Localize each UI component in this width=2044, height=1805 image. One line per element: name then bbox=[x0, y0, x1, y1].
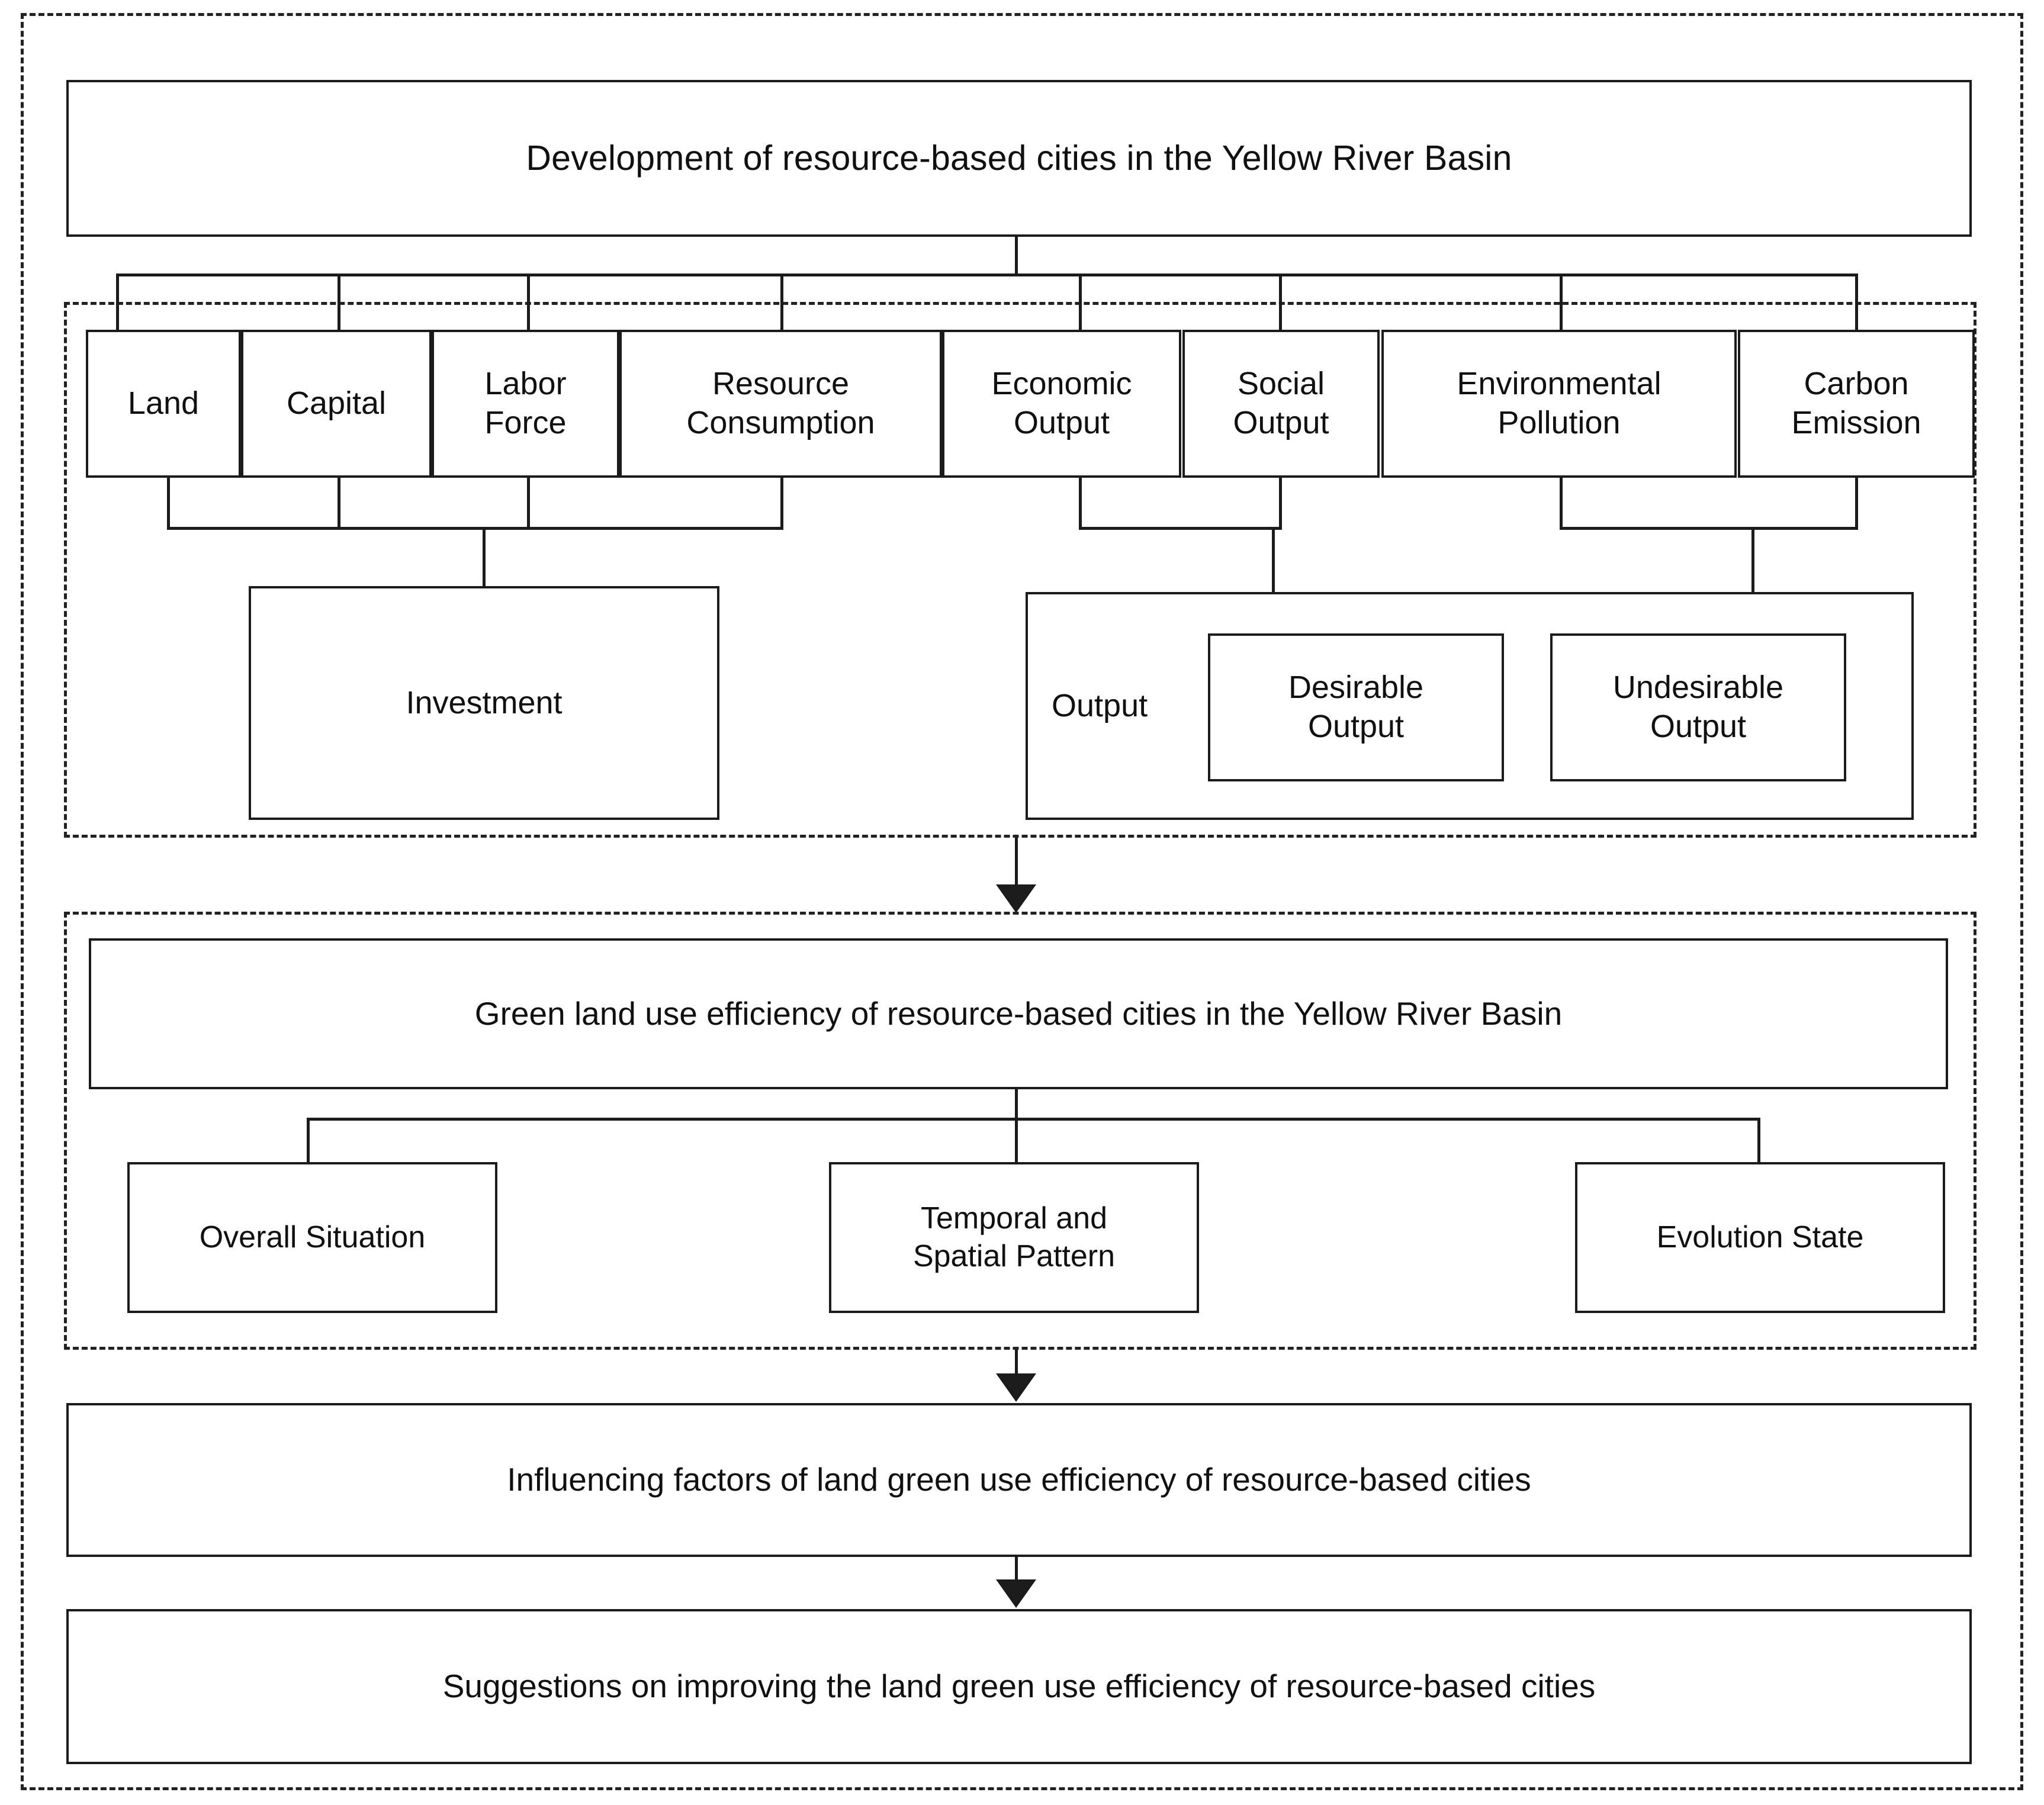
connector-drop-overall-situation bbox=[307, 1118, 310, 1165]
connector-bus-to-desirable bbox=[1272, 527, 1275, 639]
indicator-box-capital: Capital bbox=[241, 330, 432, 478]
connector-drop-temporal-spatial bbox=[1015, 1118, 1018, 1165]
indicator-box-environmental-pollution: Environmental Pollution bbox=[1381, 330, 1737, 478]
connector-environmental-down bbox=[1560, 475, 1563, 529]
connector-economic-down bbox=[1079, 475, 1082, 529]
aspect-box-evolution-state: Evolution State bbox=[1575, 1162, 1945, 1313]
outer-dashed-frame bbox=[21, 13, 2023, 1790]
connector-drop-land bbox=[116, 274, 119, 332]
connector-drop-resource-consumption bbox=[780, 274, 783, 332]
indicator-box-labor-force: Labor Force bbox=[432, 330, 619, 478]
aspect-box-overall-situation: Overall Situation bbox=[127, 1162, 497, 1313]
arrow-head-framework-to-efficiency bbox=[996, 884, 1036, 913]
arrow-head-efficiency-to-influencing bbox=[996, 1373, 1036, 1402]
input-group-box-investment: Investment bbox=[249, 586, 719, 820]
connector-bus-undesirable bbox=[1560, 527, 1858, 530]
connector-capital-down bbox=[338, 475, 340, 529]
connector-bus-to-investment bbox=[483, 527, 486, 588]
connector-drop-carbon-emission bbox=[1855, 274, 1858, 332]
connector-bus-to-undesirable bbox=[1751, 527, 1754, 639]
title-box: Development of resource-based cities in … bbox=[66, 80, 1972, 237]
connector-labor-down bbox=[527, 475, 530, 529]
arrow-head-influencing-to-suggestions bbox=[996, 1579, 1036, 1608]
influencing-factors-box: Influencing factors of land green use ef… bbox=[66, 1403, 1972, 1557]
connector-drop-social-output bbox=[1279, 274, 1282, 332]
connector-drop-environmental-pollution bbox=[1560, 274, 1563, 332]
indicator-box-resource-consumption: Resource Consumption bbox=[619, 330, 942, 478]
connector-drop-labor-force bbox=[527, 274, 530, 332]
connector-drop-economic-output bbox=[1079, 274, 1082, 332]
indicator-box-carbon-emission: Carbon Emission bbox=[1738, 330, 1975, 478]
efficiency-heading-box: Green land use efficiency of resource-ba… bbox=[89, 938, 1948, 1089]
output-box-undesirable: Undesirable Output bbox=[1550, 633, 1846, 781]
connector-carbon-down bbox=[1855, 475, 1858, 529]
indicator-box-land: Land bbox=[86, 330, 241, 478]
arrow-shaft-efficiency-to-influencing bbox=[1015, 1350, 1018, 1396]
framework-group-frame bbox=[64, 302, 1976, 838]
connector-land-down bbox=[167, 475, 170, 529]
aspect-box-temporal-spatial-pattern: Temporal and Spatial Pattern bbox=[829, 1162, 1199, 1313]
connector-title-to-bus bbox=[1015, 237, 1018, 275]
connector-bus-investment bbox=[167, 527, 783, 530]
connector-drop-evolution-state bbox=[1757, 1118, 1760, 1165]
indicator-box-social-output: Social Output bbox=[1182, 330, 1380, 478]
connector-social-down bbox=[1279, 475, 1282, 529]
connector-drop-capital bbox=[338, 274, 340, 332]
connector-bus-top bbox=[116, 274, 1857, 276]
suggestions-box: Suggestions on improving the land green … bbox=[66, 1609, 1972, 1764]
connector-bus-aspects bbox=[307, 1118, 1760, 1121]
efficiency-group-frame bbox=[64, 912, 1976, 1350]
connector-resource-down bbox=[780, 475, 783, 529]
indicator-box-economic-output: Economic Output bbox=[942, 330, 1181, 478]
connector-efficiency-to-bus bbox=[1015, 1089, 1018, 1120]
arrow-shaft-framework-to-efficiency bbox=[1015, 838, 1018, 891]
connector-bus-desirable bbox=[1079, 527, 1282, 530]
output-box-desirable: Desirable Output bbox=[1208, 633, 1504, 781]
